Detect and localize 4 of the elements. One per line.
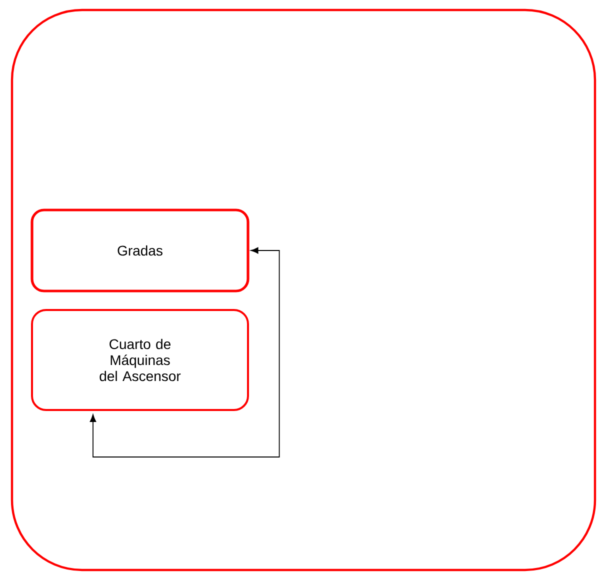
process-box: Gradas bbox=[30, 208, 250, 292]
frame-box bbox=[10, 8, 596, 572]
arrow bbox=[90, 247, 280, 458]
process-box: Cuarto de Máquinas del Ascensor bbox=[31, 309, 249, 411]
